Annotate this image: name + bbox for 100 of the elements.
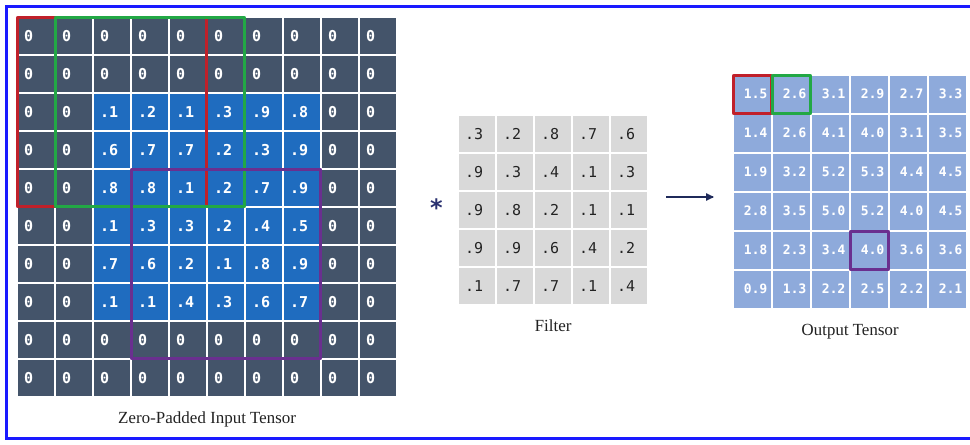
tensor-cell: .6	[610, 115, 648, 153]
tensor-cell: .3	[207, 283, 245, 321]
tensor-cell: 0	[55, 283, 93, 321]
tensor-cell: .2	[207, 207, 245, 245]
tensor-cell: .8	[534, 115, 572, 153]
tensor-cell: 0	[55, 169, 93, 207]
tensor-cell: 0.9	[733, 270, 772, 309]
tensor-cell: 2.2	[811, 270, 850, 309]
tensor-cell: 0	[55, 245, 93, 283]
tensor-cell: 2.5	[850, 270, 889, 309]
tensor-cell: 0	[17, 245, 55, 283]
tensor-cell: 5.0	[811, 192, 850, 231]
tensor-cell: .4	[610, 267, 648, 305]
tensor-cell: 0	[321, 283, 359, 321]
tensor-cell: .8	[93, 169, 131, 207]
tensor-cell: .6	[245, 283, 283, 321]
tensor-cell: .7	[534, 267, 572, 305]
tensor-cell: 0	[17, 321, 55, 359]
tensor-cell: .4	[572, 229, 610, 267]
tensor-cell: 0	[359, 321, 397, 359]
tensor-cell: .3	[207, 93, 245, 131]
tensor-cell: 2.1	[928, 270, 967, 309]
tensor-cell: .7	[283, 283, 321, 321]
tensor-cell: .7	[245, 169, 283, 207]
tensor-cell: 0	[207, 359, 245, 397]
tensor-cell: .2	[207, 131, 245, 169]
tensor-cell: 0	[321, 93, 359, 131]
tensor-cell: .9	[458, 153, 496, 191]
tensor-cell: 0	[359, 55, 397, 93]
tensor-cell: 0	[283, 17, 321, 55]
tensor-cell: 0	[321, 131, 359, 169]
tensor-cell: 0	[245, 321, 283, 359]
tensor-cell: 2.3	[772, 231, 811, 270]
tensor-cell: .2	[534, 191, 572, 229]
tensor-cell: .1	[610, 191, 648, 229]
tensor-cell: 4.0	[889, 192, 928, 231]
tensor-cell: 0	[55, 55, 93, 93]
tensor-cell: 2.6	[772, 114, 811, 153]
tensor-cell: 0	[359, 17, 397, 55]
tensor-cell: 0	[321, 359, 359, 397]
tensor-cell: .4	[169, 283, 207, 321]
tensor-cell: .5	[283, 207, 321, 245]
tensor-cell: 0	[131, 321, 169, 359]
tensor-cell: 0	[55, 207, 93, 245]
tensor-cell: 0	[17, 207, 55, 245]
tensor-cell: 0	[359, 283, 397, 321]
tensor-cell: .6	[93, 131, 131, 169]
tensor-cell: 3.3	[928, 75, 967, 114]
tensor-cell: 3.4	[811, 231, 850, 270]
tensor-cell: 0	[169, 321, 207, 359]
tensor-cell: 0	[55, 17, 93, 55]
tensor-cell: 2.9	[850, 75, 889, 114]
tensor-cell: 3.1	[889, 114, 928, 153]
tensor-cell: .9	[496, 229, 534, 267]
arrow	[666, 193, 714, 201]
tensor-cell: 3.2	[772, 153, 811, 192]
tensor-cell: .1	[93, 207, 131, 245]
grid-caption: Zero-Padded Input Tensor	[118, 407, 296, 429]
tensor-cell: 0	[283, 359, 321, 397]
tensor-cell: .9	[458, 191, 496, 229]
tensor-cell: .1	[131, 283, 169, 321]
tensor-cell: .1	[93, 93, 131, 131]
tensor-cell: 0	[245, 359, 283, 397]
tensor-cell: .7	[93, 245, 131, 283]
tensor-cell: .1	[458, 267, 496, 305]
tensor-cell: 5.2	[850, 192, 889, 231]
grid-caption: Output Tensor	[801, 319, 899, 341]
tensor-cell: 0	[321, 55, 359, 93]
tensor-cell: .2	[169, 245, 207, 283]
tensor-cell: 0	[17, 359, 55, 397]
tensor-cell: 0	[17, 283, 55, 321]
tensor-cell: .9	[245, 93, 283, 131]
tensor-cell: .3	[169, 207, 207, 245]
tensor-cell: 1.4	[733, 114, 772, 153]
tensor-cell: 1.9	[733, 153, 772, 192]
tensor-cell: 0	[321, 245, 359, 283]
tensor-cell: .3	[610, 153, 648, 191]
tensor-cell: 0	[245, 55, 283, 93]
tensor-cell: 0	[169, 359, 207, 397]
tensor-cell: .9	[283, 245, 321, 283]
tensor-cell: 0	[359, 131, 397, 169]
tensor-cell: .3	[496, 153, 534, 191]
tensor-cell: 0	[321, 17, 359, 55]
tensor-cell: .8	[496, 191, 534, 229]
tensor-cell: 4.4	[889, 153, 928, 192]
tensor-cell: 0	[207, 321, 245, 359]
tensor-cell: 0	[17, 131, 55, 169]
tensor-cell: 0	[283, 55, 321, 93]
tensor-cell: 0	[55, 93, 93, 131]
tensor-cell: 0	[169, 55, 207, 93]
tensor-cell: .1	[93, 283, 131, 321]
tensor-cell: 2.7	[889, 75, 928, 114]
tensor-cell: 0	[207, 55, 245, 93]
tensor-cell: 3.1	[811, 75, 850, 114]
tensor-cell: 0	[359, 93, 397, 131]
tensor-cell: 0	[321, 169, 359, 207]
tensor-cell: .1	[572, 191, 610, 229]
tensor-cell: 0	[359, 245, 397, 283]
tensor-cell: 3.5	[772, 192, 811, 231]
tensor-cell: .1	[169, 93, 207, 131]
